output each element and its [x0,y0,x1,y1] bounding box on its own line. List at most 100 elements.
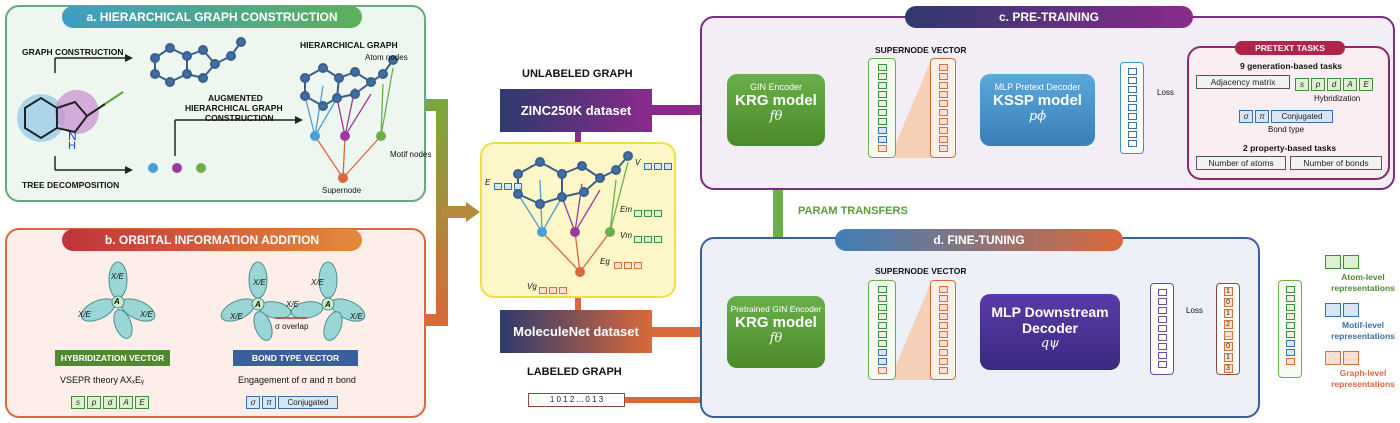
hyb-cell: A [1343,78,1357,91]
labels-vector: 1 0 1 2 ... 0 1 3 [528,393,625,407]
hyb-cell: s [71,396,85,409]
graph-construction-label: GRAPH CONSTRUCTION [22,47,124,57]
encoder-sub: GIN Encoder [749,82,803,92]
nitrogen-label: N [68,129,77,143]
e-cell [514,183,522,190]
panel-d-title: d. FINE-TUNING [835,229,1123,251]
legend-cell [1285,331,1295,338]
eg-cell [614,262,622,269]
node-cell [877,127,887,134]
param-transfers-label: PARAM TRANSFERS [798,205,908,217]
out-cell [1127,122,1137,129]
panel-a-title: a. HIERARCHICAL GRAPH CONSTRUCTION [62,6,362,28]
out-cell [1157,325,1167,332]
v-cell [654,163,662,170]
legend-motif-label: Motif-level representations [1331,320,1395,341]
legend-cell [1285,340,1295,347]
out-cell [1157,352,1167,359]
pretext-title: PRETEXT TASKS [1235,41,1345,55]
orbital-drawing [80,261,366,341]
augmented-line1: AUGMENTED [208,93,263,103]
atom-nodes-label: Atom nodes [365,53,408,62]
hyb-cell: s [1295,78,1309,91]
bond-type-vector-banner: BOND TYPE VECTOR [233,350,358,366]
node-cell [877,304,887,311]
prop-tasks-label: 2 property-based tasks [1243,143,1337,153]
vm-cell [634,236,642,243]
out-cell [1157,316,1167,323]
vm-cells [633,231,663,249]
kssp-decoder[interactable]: MLP Pretext Decoder KSSP model pϕ [980,74,1095,146]
unlabeled-graph-label: UNLABELED GRAPH [522,68,633,80]
decoder-fn: pϕ [1028,109,1047,124]
supernode-vector-label-d: SUPERNODE VECTOR [875,266,967,276]
decoder-name: KSSP model [993,92,1082,109]
motif-nodes-label: Motif nodes [390,150,432,159]
vg-cell [559,287,567,294]
panel-a-drawing [17,37,398,183]
em-cells [633,205,663,223]
e-cells [493,178,523,196]
node-cell [938,118,948,125]
hybridization-label: Hybridization [1314,94,1361,103]
node-cell [877,313,887,320]
v-cells [643,158,673,176]
hyb-cell: A [119,396,133,409]
label-col-d: 1 0 1 2 ... 0 1 3 [1216,283,1240,375]
downstream-decoder[interactable]: MLP Downstream Decoder qψ [980,294,1120,370]
downstream-line2: Decoder [1021,320,1079,336]
bond-cell: σ [246,396,260,409]
conjugated-cell: Conjugated [278,396,338,409]
fan-d [896,280,932,380]
ft-encoder-fn: fθ [769,331,783,346]
node-cell [938,82,948,89]
augmented-graph [513,151,633,277]
node-cell [938,286,948,293]
out-cell [1127,104,1137,111]
hyb-cell: E [135,396,149,409]
node-cell [938,304,948,311]
augmented-line2: HIERARCHICAL GRAPH [185,103,283,113]
node-cell [938,73,948,80]
bond-a-right: A [325,300,331,309]
node-cell [877,295,887,302]
krg-encoder-pretrain[interactable]: GIN Encoder KRG model fθ [727,74,825,146]
out-cell [1127,140,1137,147]
ft-encoder-name: KRG model [735,314,817,331]
vg-cell [549,287,557,294]
out-cell [1127,95,1137,102]
hyb-cell: E [1359,78,1373,91]
krg-encoder-finetune[interactable]: Pretrained GIN Encoder KRG model fθ [727,296,825,368]
hyb-cell: d [1327,78,1341,91]
downstream-line1: MLP Downstream [991,304,1109,320]
node-cell [938,313,948,320]
e-cell [504,183,512,190]
node-cell [938,100,948,107]
zinc-dataset: ZINC250K dataset [500,89,652,132]
eg-cell [624,262,632,269]
bond-cell: π [262,396,276,409]
xe-top: X/E [111,272,124,281]
legend-cell [1285,286,1295,293]
supernode-col-c [868,58,896,158]
supernode-col-d2 [930,280,956,380]
node-cell [877,286,887,293]
e-cell [494,183,502,190]
em-cell [654,210,662,217]
node-cell [877,367,887,374]
graph-swatch [1343,351,1359,365]
xe-right: X/E [140,310,153,319]
em-cell [634,210,642,217]
node-cell [938,367,948,374]
node-cell [938,136,948,143]
out-cell [1157,334,1167,341]
node-cell [938,331,948,338]
hybridization-vector-banner: HYBRIDIZATION VECTOR [55,350,170,366]
node-cell [877,358,887,365]
conjugated-cell: Conjugated [1271,110,1333,123]
e-label: E [485,178,491,187]
supernode-vector-label-c: SUPERNODE VECTOR [875,45,967,55]
